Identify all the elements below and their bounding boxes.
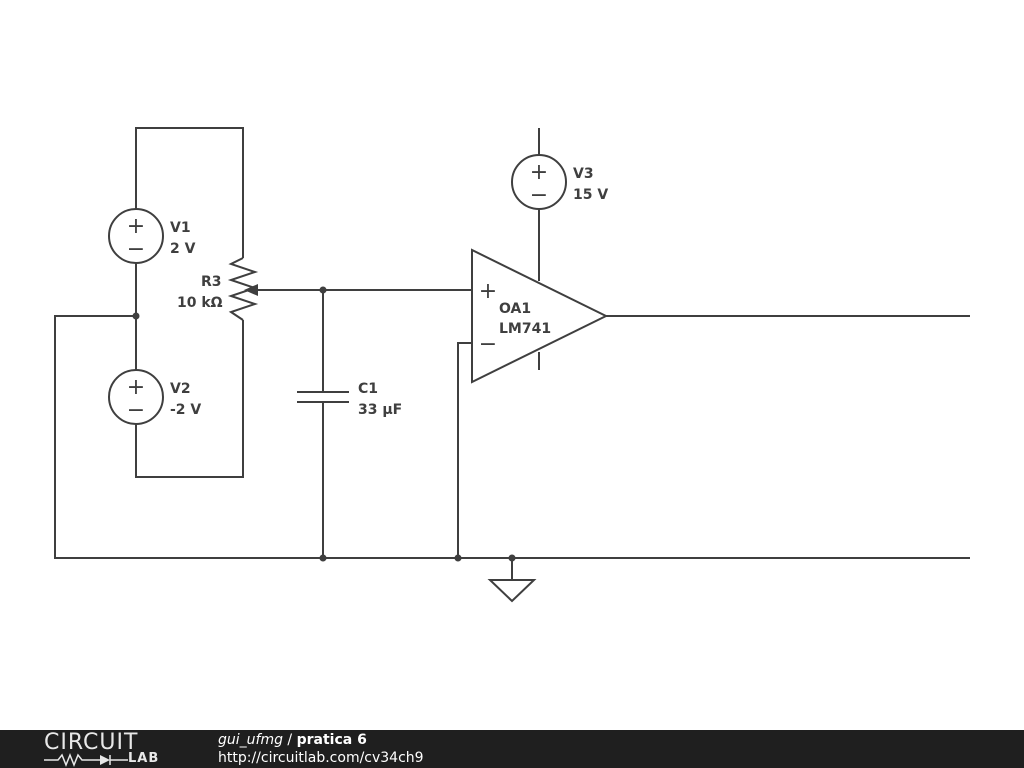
circuit-title[interactable]: pratica 6: [296, 732, 367, 748]
v2-name-label: V2: [170, 381, 191, 397]
v3-name-label: V3: [573, 166, 594, 182]
opamp-oa1[interactable]: + − OA1 LM741: [471, 248, 609, 384]
c1-name-label: C1: [358, 381, 378, 397]
meta-separator: /: [282, 732, 297, 748]
minus-sign: −: [530, 183, 548, 208]
source-circle: [108, 208, 164, 264]
junction-dot: [319, 286, 327, 294]
junction-dot: [319, 554, 327, 562]
minus-sign: −: [127, 398, 145, 423]
v1-name-label: V1: [170, 220, 191, 236]
wire-inverting-input: [457, 342, 472, 558]
ground-icon: [487, 579, 537, 603]
logo-text-top: CIRCUIT: [44, 730, 139, 755]
inverting-minus-sign: −: [479, 332, 497, 357]
footer-bar: CIRCUIT LAB gui_ufmg / pratica 6 http://…: [0, 730, 1024, 768]
minus-sign: −: [127, 237, 145, 262]
circuit-url-link[interactable]: http://circuitlab.com/cv34ch9: [218, 750, 424, 766]
source-circle: [511, 154, 567, 210]
oa1-value-label: LM741: [499, 321, 551, 337]
author-link[interactable]: gui_ufmg: [218, 732, 283, 748]
v2-value-label: -2 V: [170, 402, 201, 418]
junction-dot: [132, 312, 140, 320]
r3-name-label: R3: [201, 274, 222, 290]
circuit-schematic: + − V1 2 V + − V2 -2 V + − V3 15 V R3 10…: [54, 127, 970, 603]
junction-dot: [454, 554, 462, 562]
v3-value-label: 15 V: [573, 187, 608, 203]
opamp-triangle: [471, 248, 609, 384]
logo-resistor-diode-icon: [44, 752, 128, 768]
plus-sign: +: [127, 375, 145, 400]
source-circle: [108, 369, 164, 425]
noninverting-plus-sign: +: [479, 279, 497, 304]
voltage-source-v1[interactable]: + − V1 2 V: [108, 208, 196, 264]
wire-bottom-loop: [135, 320, 244, 478]
wire-top-loop: [135, 127, 244, 258]
c1-value-label: 33 µF: [358, 402, 402, 418]
potentiometer-r3[interactable]: R3 10 kΩ: [177, 257, 262, 321]
plus-sign: +: [127, 214, 145, 239]
plus-sign: +: [530, 160, 548, 185]
capacitor-c1[interactable]: C1 33 µF: [297, 381, 402, 418]
voltage-source-v3[interactable]: + − V3 15 V: [511, 154, 608, 210]
v1-value-label: 2 V: [170, 241, 196, 257]
junction-dot: [508, 554, 516, 562]
circuitlab-logo[interactable]: CIRCUIT LAB: [44, 732, 184, 768]
ground-symbol: [487, 579, 537, 603]
r3-value-label: 10 kΩ: [177, 295, 223, 311]
junctions: [132, 286, 516, 562]
circuit-meta: gui_ufmg / pratica 6 http://circuitlab.c…: [218, 731, 424, 767]
voltage-source-v2[interactable]: + − V2 -2 V: [108, 369, 201, 425]
logo-text-bottom: LAB: [128, 751, 160, 766]
oa1-name-label: OA1: [499, 301, 531, 317]
wiper-arrow-icon: [244, 284, 258, 296]
